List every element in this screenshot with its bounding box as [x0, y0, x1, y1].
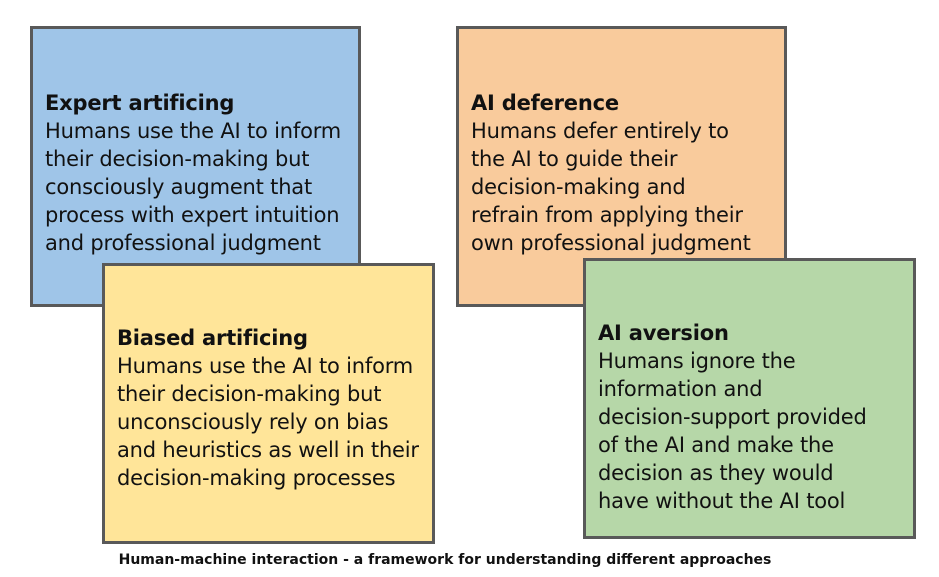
biased-artificing-card: Biased artificing Humans use the AI to i…	[102, 263, 435, 544]
card-description: Humans use the AI to inform their decisi…	[117, 354, 419, 490]
card-description: Humans use the AI to inform their decisi…	[45, 119, 342, 255]
card-title: Biased artificing	[117, 326, 308, 350]
card-description: Humans defer entirely to the AI to guide…	[471, 119, 751, 255]
card-title: AI deference	[471, 91, 619, 115]
card-title: Expert artificing	[45, 91, 235, 115]
figure-caption: Human-machine interaction - a framework …	[118, 552, 772, 568]
card-description: Humans ignore the information and decisi…	[598, 349, 867, 513]
expert-artificing-card: Expert artificing Humans use the AI to i…	[30, 26, 361, 307]
card-title: AI aversion	[598, 321, 729, 345]
ai-aversion-card: AI aversion Humans ignore the informatio…	[583, 258, 916, 539]
